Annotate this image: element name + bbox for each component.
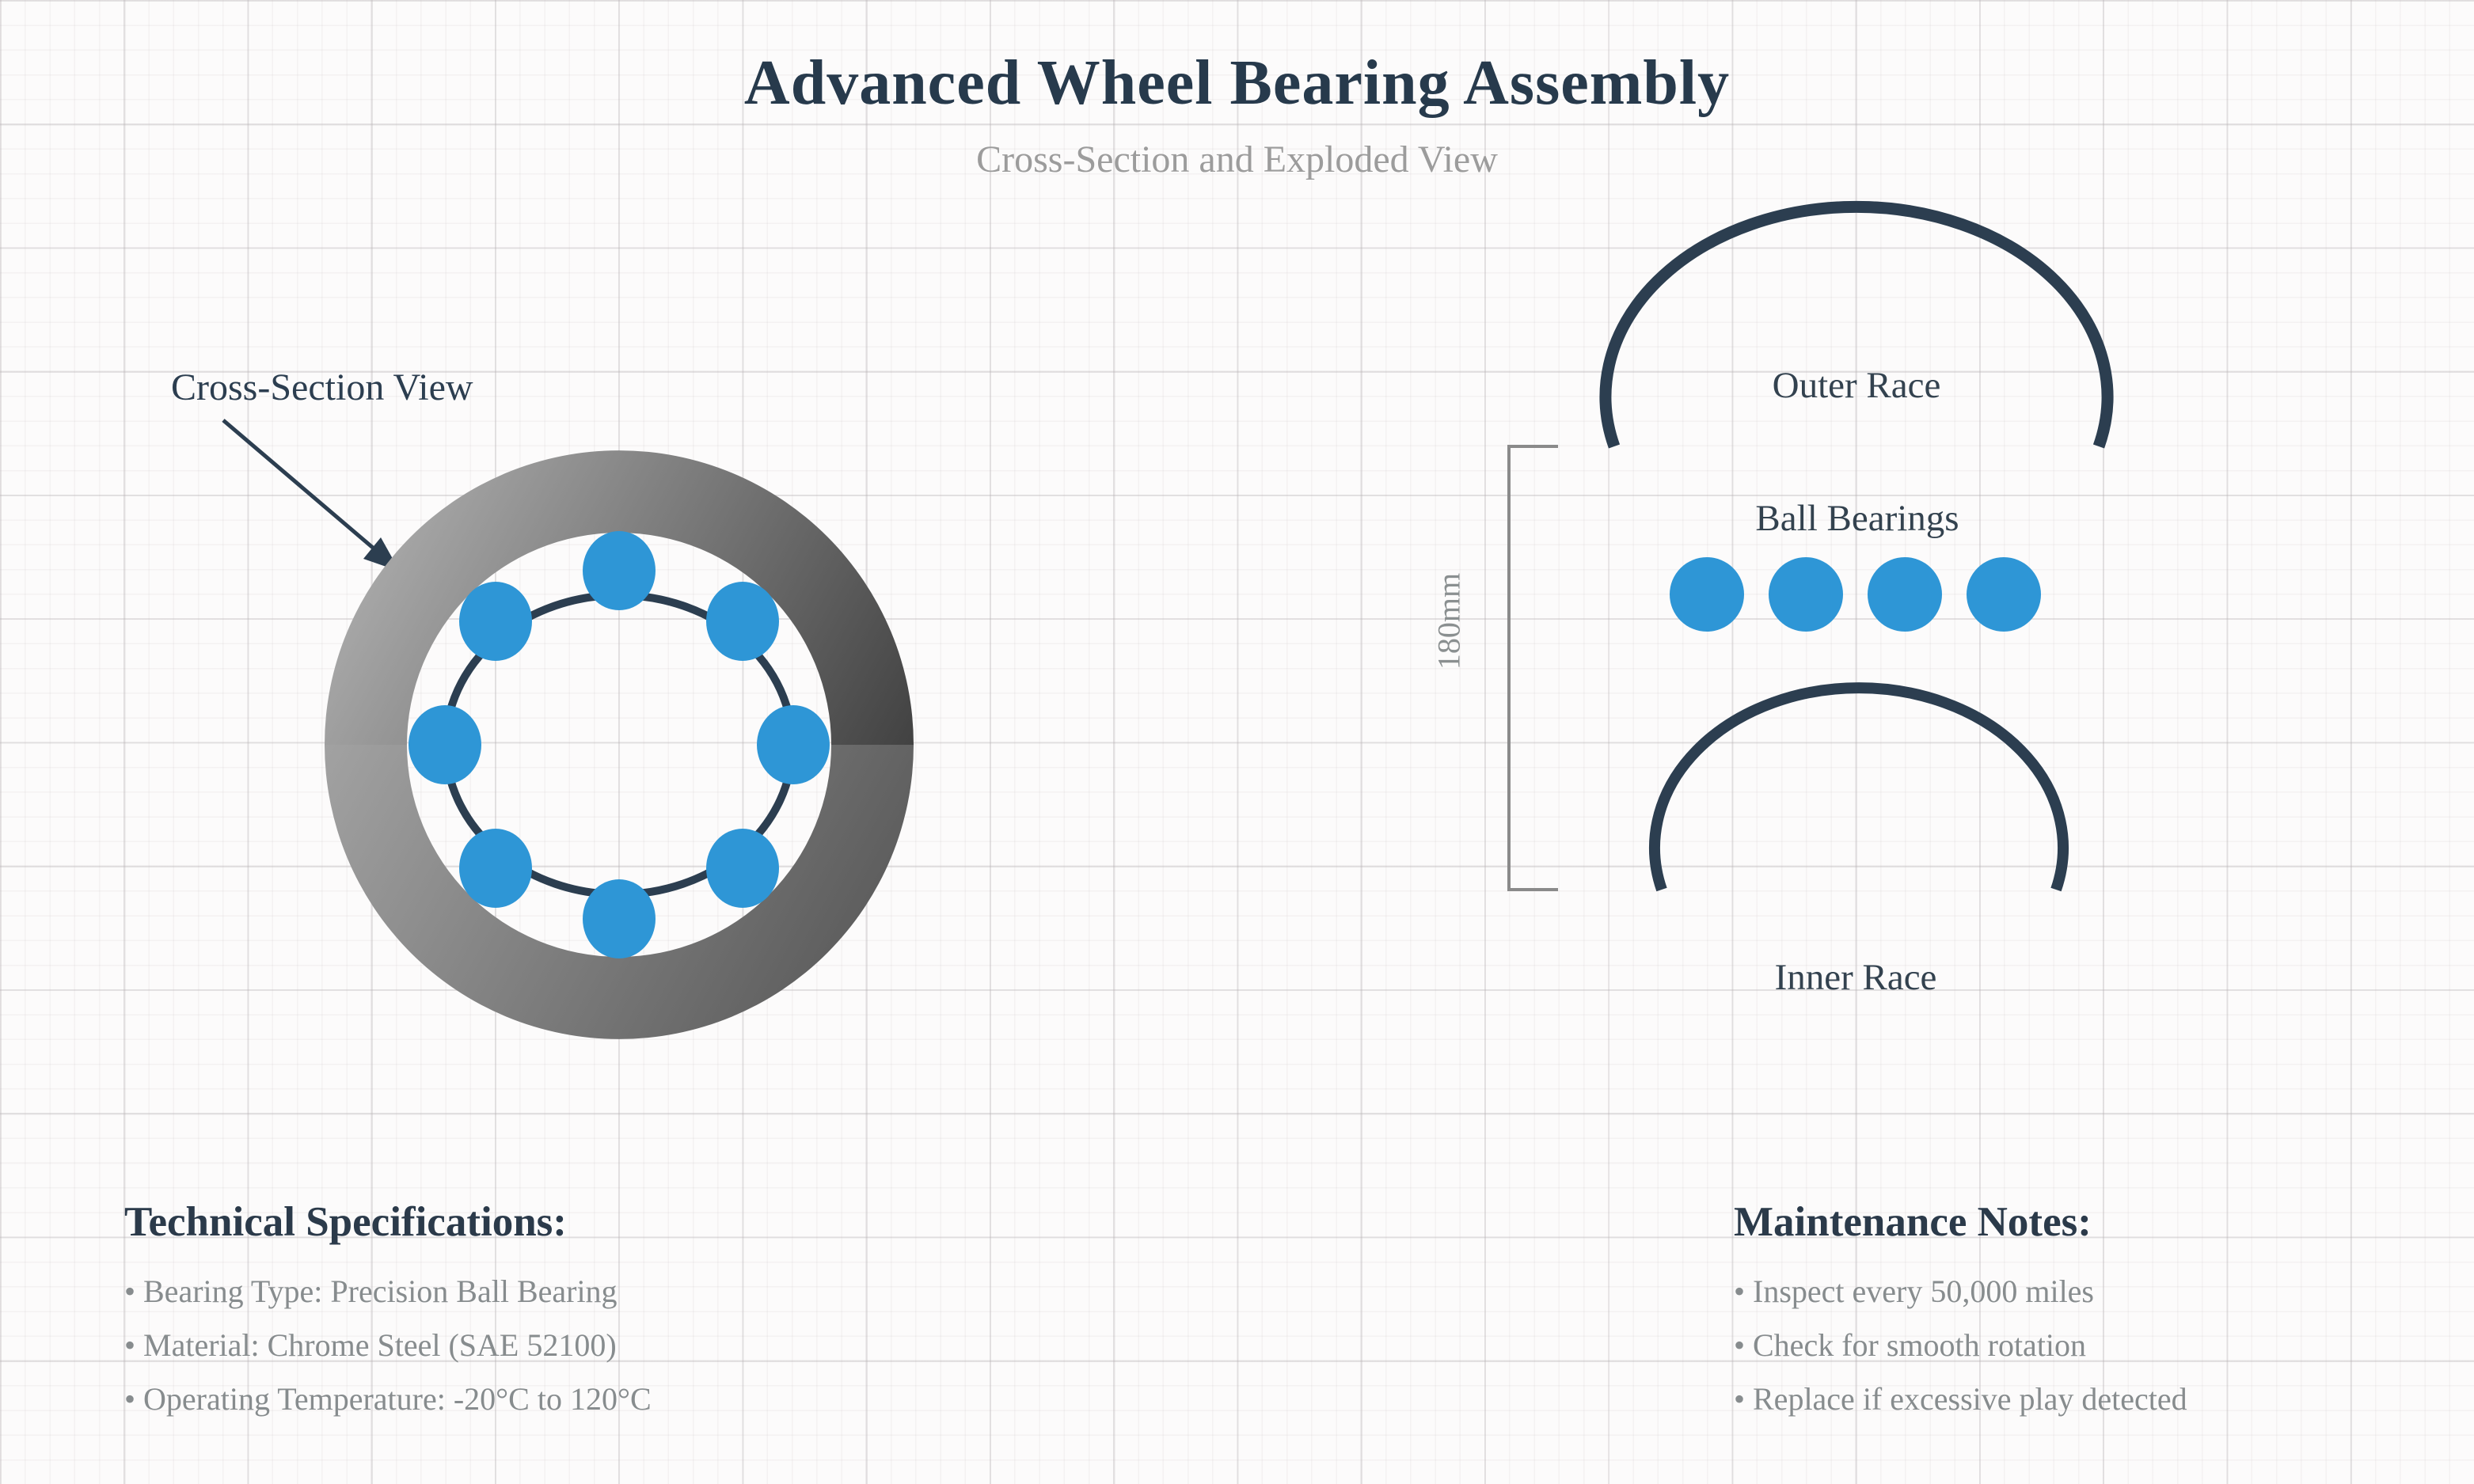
dimension-bracket	[1507, 445, 1558, 891]
dimension-180mm-label: 180mm	[1431, 572, 1467, 670]
page-subtitle: Cross-Section and Exploded View	[976, 139, 1498, 180]
ball-bearing	[459, 582, 532, 661]
cross-section-balls	[409, 531, 830, 958]
ball-bearing	[757, 705, 830, 784]
outer-race-arc	[1599, 200, 2114, 449]
cross-section-view-label: Cross-Section View	[171, 366, 473, 408]
page-title: Advanced Wheel Bearing Assembly	[743, 48, 1731, 118]
outer-race-label: Outer Race	[1772, 365, 1941, 406]
ball-bearing	[583, 879, 656, 958]
ball-bearings-label: Ball Bearings	[1755, 498, 1959, 539]
outer-ring-bottom-half	[325, 745, 914, 1039]
tech-spec-item: • Bearing Type: Precision Ball Bearing	[124, 1273, 618, 1309]
tech-specs-heading: Technical Specifications:	[124, 1199, 567, 1245]
exploded-view	[1507, 200, 2114, 892]
ball-bearing	[1670, 557, 1744, 632]
outer-ring-top-half	[325, 450, 914, 745]
ball-bearing	[1868, 557, 1942, 632]
ball-bearing	[706, 829, 779, 908]
maintenance-item: • Replace if excessive play detected	[1734, 1381, 2187, 1417]
exploded-balls	[1670, 557, 2041, 632]
inner-race-arc	[1649, 682, 2069, 892]
ball-bearing	[1967, 557, 2041, 632]
ball-bearing	[583, 531, 656, 610]
maintenance-heading: Maintenance Notes:	[1734, 1199, 2092, 1245]
ball-bearing	[706, 582, 779, 661]
ball-bearing	[1769, 557, 1843, 632]
cross-section-arrow	[222, 419, 400, 571]
ball-bearing	[409, 705, 481, 784]
tech-spec-item: • Operating Temperature: -20°C to 120°C	[124, 1381, 652, 1417]
tech-spec-item: • Material: Chrome Steel (SAE 52100)	[124, 1327, 617, 1363]
maintenance-item: • Check for smooth rotation	[1734, 1327, 2087, 1363]
maintenance-item: • Inspect every 50,000 miles	[1734, 1273, 2094, 1309]
cross-section-bearing	[325, 450, 914, 1039]
ball-bearing	[459, 829, 532, 908]
inner-race-label: Inner Race	[1774, 957, 1937, 998]
